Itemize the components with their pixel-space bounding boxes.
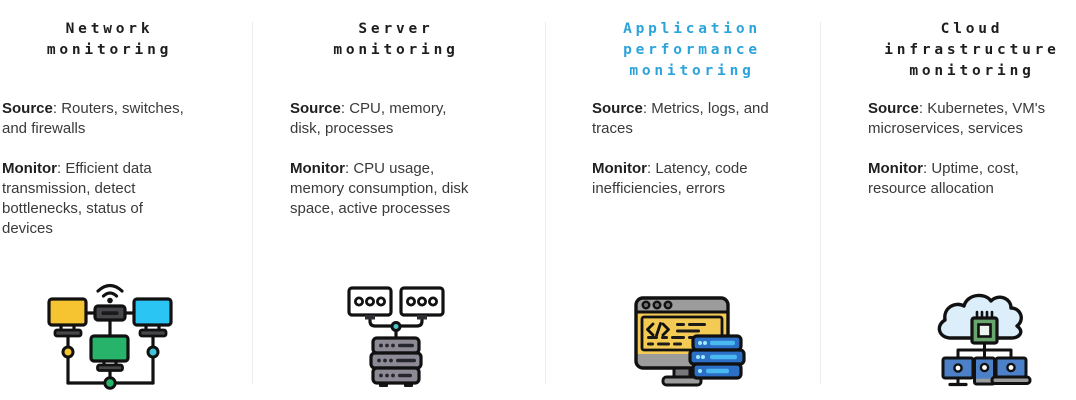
monitor-label: Monitor	[2, 160, 57, 177]
column-divider	[252, 22, 253, 384]
code-browser-icon	[592, 296, 792, 390]
source-paragraph: Source: Kubernetes, VM's microservices, …	[868, 99, 1076, 139]
column-title: Cloud infrastructure monitoring	[884, 21, 1060, 79]
column-texts: Source: Routers, switches, and firewalls…	[2, 99, 217, 259]
column-title: Server monitoring	[333, 21, 459, 58]
monitor-paragraph: Monitor: Latency, code inefficiencies, e…	[592, 159, 792, 199]
monitor-label: Monitor	[592, 160, 647, 177]
monitor-text: : Uptime, cost, resource allocation	[868, 160, 1019, 197]
source-label: Source	[290, 100, 341, 117]
column-server-monitoring: Server monitoring Source: CPU, memory, d…	[290, 0, 502, 400]
monitor-label: Monitor	[868, 160, 923, 177]
server-rack-icon	[290, 286, 502, 390]
monitor-paragraph: Monitor: CPU usage, memory consumption, …	[290, 159, 502, 219]
column-texts: Source: Kubernetes, VM's microservices, …	[868, 99, 1076, 219]
source-label: Source	[868, 100, 919, 117]
source-text: : Routers, switches, and firewalls	[2, 100, 184, 137]
monitor-paragraph: Monitor: Uptime, cost, resource allocati…	[868, 159, 1076, 199]
source-text: : Metrics, logs, and traces	[592, 100, 769, 137]
cloud-network-icon	[868, 288, 1076, 390]
network-diagram-icon	[2, 280, 217, 390]
source-paragraph: Source: Metrics, logs, and traces	[592, 99, 792, 139]
column-cloud-infrastructure-monitoring: Cloud infrastructure monitoring Source: …	[868, 0, 1076, 400]
column-network-monitoring: Network monitoring Source: Routers, swit…	[2, 0, 217, 400]
monitor-label: Monitor	[290, 160, 345, 177]
column-title: Network monitoring	[46, 21, 173, 58]
monitor-text: : Efficient data transmission, detect bo…	[2, 160, 152, 237]
column-application-performance-monitoring: Application performance monitoring Sourc…	[592, 0, 792, 400]
source-label: Source	[2, 100, 53, 117]
source-paragraph: Source: Routers, switches, and firewalls	[2, 99, 217, 139]
monitor-text: : Latency, code inefficiencies, errors	[592, 160, 748, 197]
column-divider	[820, 22, 821, 384]
column-texts: Source: CPU, memory, disk, processes Mon…	[290, 99, 502, 239]
source-text: : Kubernetes, VM's microservices, servic…	[868, 100, 1046, 137]
column-divider	[545, 22, 546, 384]
monitor-paragraph: Monitor: Efficient data transmission, de…	[2, 159, 217, 239]
column-texts: Source: Metrics, logs, and traces Monito…	[592, 99, 792, 219]
source-paragraph: Source: CPU, memory, disk, processes	[290, 99, 502, 139]
monitor-text: : CPU usage, memory consumption, disk sp…	[290, 160, 469, 217]
source-text: : CPU, memory, disk, processes	[290, 100, 447, 137]
column-title: Application performance monitoring	[623, 21, 761, 79]
source-label: Source	[592, 100, 643, 117]
